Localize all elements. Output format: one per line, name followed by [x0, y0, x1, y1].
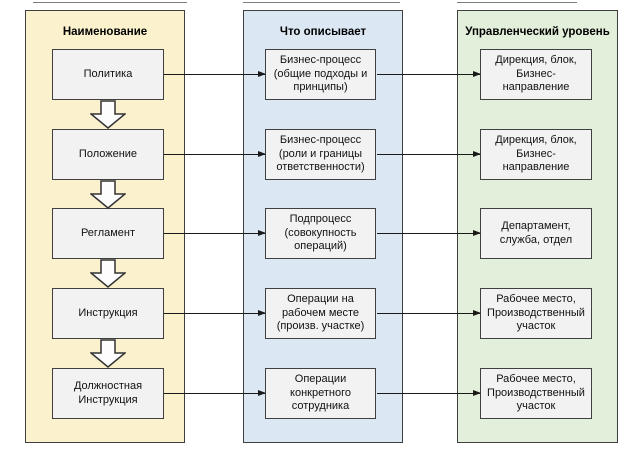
box-level-4: Рабочее место, Производственный участок [480, 288, 592, 339]
flow-down-arrow-icon [90, 339, 126, 368]
box-describes-4: Операции на рабочем месте (произв. участ… [265, 288, 376, 339]
box-level-3: Департамент, служба, отдел [480, 208, 592, 259]
connector-arrow [377, 310, 481, 317]
connector-arrow [164, 151, 266, 158]
column-describes-header: Что описывает [279, 26, 367, 38]
flow-down-arrow-icon [90, 259, 126, 288]
box-level-1: Дирекция, блок, Бизнес- направление [480, 49, 592, 100]
box-describes-5: Операции конкретного сотрудника [265, 368, 376, 419]
box-politika: Политика [52, 49, 164, 100]
flow-down-arrow-icon [90, 100, 126, 129]
box-instrukciya: Инструкция [52, 288, 164, 339]
box-polozhenie: Положение [52, 129, 164, 180]
connector-arrow [164, 71, 266, 78]
connector-arrow [164, 310, 266, 317]
crop-artifact-line [243, 2, 400, 3]
connector-arrow [164, 230, 266, 237]
box-level-2: Дирекция, блок, Бизнес- направление [480, 129, 592, 180]
box-level-5: Рабочее место, Производственный участок [480, 368, 592, 419]
box-dolzhnostnaya-instrukciya: Должностная Инструкция [52, 368, 164, 419]
connector-arrow [377, 71, 481, 78]
connector-arrow [377, 390, 481, 397]
flow-down-arrow-icon [90, 180, 126, 209]
connector-arrow [377, 151, 481, 158]
box-describes-3: Подпроцесс (совокупность операций) [265, 208, 376, 259]
connector-arrow [377, 230, 481, 237]
connector-arrow [164, 390, 266, 397]
crop-artifact-line [33, 2, 187, 3]
column-name-header: Наименование [62, 26, 148, 38]
box-describes-2: Бизнес-процесс (роли и границы ответстве… [265, 129, 376, 180]
column-management-level-header: Управленческий уровень [465, 26, 610, 38]
box-reglament: Регламент [52, 208, 164, 259]
box-describes-1: Бизнес-процесс (общие подходы и принципы… [265, 49, 376, 100]
crop-artifact-line [457, 2, 577, 3]
